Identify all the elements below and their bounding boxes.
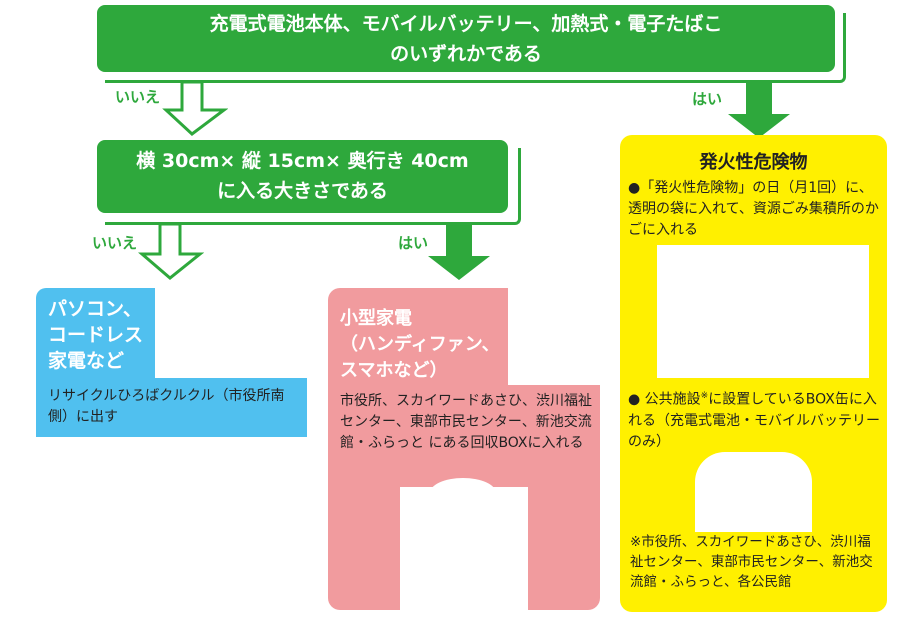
fire-item2: ● 公共施設※に設置しているBOX缶に入れる（充電式電池・モバイルバッテリーのみ… <box>628 386 880 453</box>
q2-yes-label: はい <box>398 234 429 252</box>
footnote-mark: ※ <box>700 391 709 401</box>
image-placeholder <box>155 284 315 378</box>
question-battery-box: 充電式電池本体、モバイルバッテリー、加熱式・電子たばこ のいずれかである <box>97 5 835 72</box>
solid-arrow-down-icon <box>428 222 490 280</box>
image-placeholder <box>430 478 496 508</box>
image-placeholder <box>657 245 869 378</box>
q1-shadow-line <box>105 13 846 83</box>
image-placeholder <box>508 284 608 385</box>
fire-title: 発火性危険物 <box>699 152 808 173</box>
hollow-arrow-down-icon <box>162 80 228 136</box>
q1-line1: 充電式電池本体、モバイルバッテリー、加熱式・電子たばこ <box>209 13 723 35</box>
q2-no-label: いいえ <box>92 234 138 252</box>
solid-arrow-down-icon <box>728 80 790 138</box>
fire-item2-a: ● 公共施設 <box>628 391 701 408</box>
hollow-arrow-down-icon <box>138 222 204 280</box>
pc-title: パソコン、 コードレス 家電など <box>48 296 143 374</box>
question-size-box: 横 30cm× 縦 15cm× 奥行き 40cm に入る大きさである <box>97 140 508 213</box>
pc-title-2: コードレス <box>48 324 144 346</box>
small-title-1: 小型家電 <box>340 308 412 329</box>
small-title: 小型家電 （ハンディファン、 スマホなど） <box>340 306 500 384</box>
image-placeholder <box>400 487 528 619</box>
q1-yes-label: はい <box>692 90 723 108</box>
small-body: 市役所、スカイワードあさひ、渋川福祉センター、東部市民センター、新池交流館・ふら… <box>340 393 592 451</box>
q2-shadow-line <box>105 148 521 225</box>
small-title-2: （ハンディファン、 <box>340 334 500 355</box>
image-placeholder <box>695 452 812 532</box>
q1-line2: のいずれかである <box>390 43 542 65</box>
small-title-3: スマホなど） <box>340 360 448 381</box>
pc-body: リサイクルひろばクルクル（市役所南側）に出す <box>48 388 285 425</box>
pc-title-1: パソコン、 <box>48 298 142 320</box>
fire-item2-b: に設置しているBOX缶に入れる（充電式電池・モバイルバッテリーのみ） <box>628 391 880 450</box>
fire-note: ※市役所、スカイワードあさひ、渋川福祉センター、東部市民センター、新池交流館・ふ… <box>630 534 873 590</box>
q2-line1: 横 30cm× 縦 15cm× 奥行き 40cm <box>136 150 469 172</box>
fire-item1: ●「発火性危険物」の日（月1回）に、透明の袋に入れて、資源ごみ集積所のかごに入れ… <box>628 180 879 238</box>
q2-line2: に入る大きさである <box>217 180 388 202</box>
q1-no-label: いいえ <box>115 88 161 106</box>
pc-title-3: 家電など <box>48 350 125 372</box>
